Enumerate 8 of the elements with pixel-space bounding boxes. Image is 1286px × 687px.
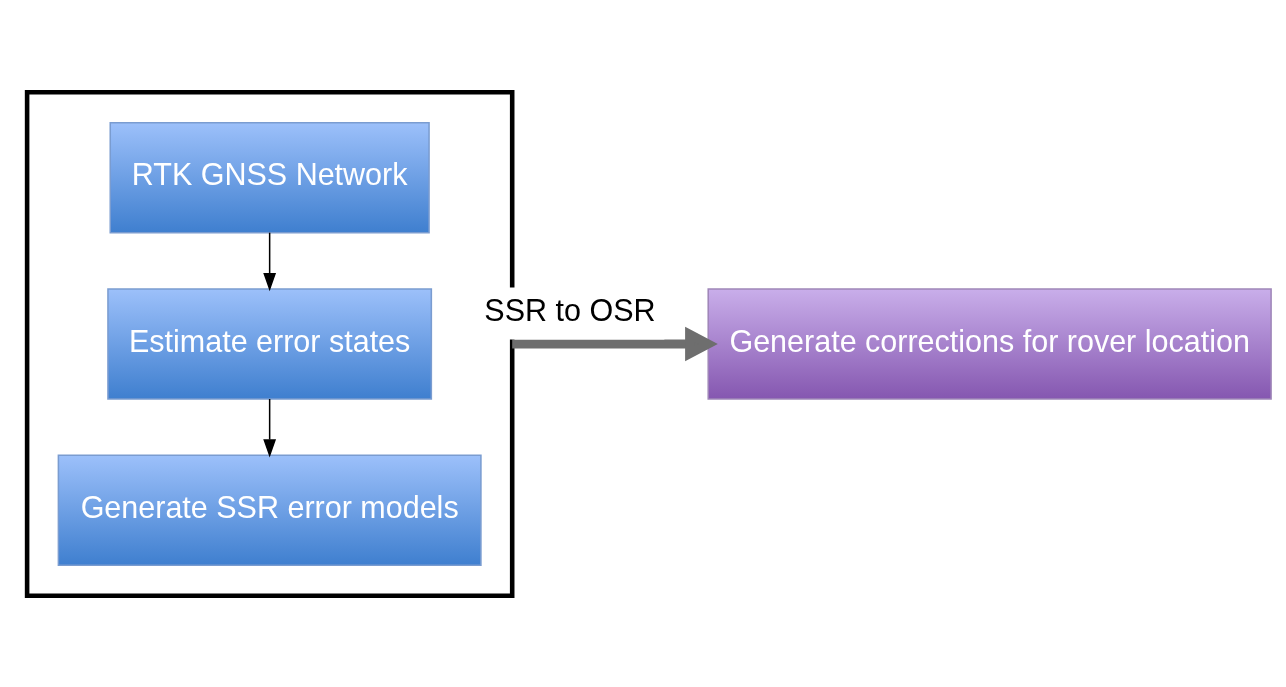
edge-label: SSR to OSR [484,292,656,327]
node-box: RTK GNSS Network [109,121,430,233]
arrow [263,231,277,291]
node-box: Generate SSR error models [57,454,482,566]
node-box: Generate corrections for rover location [707,287,1272,400]
arrow [263,397,277,457]
node-box: Estimate error states [107,287,433,400]
arrow [512,326,718,361]
